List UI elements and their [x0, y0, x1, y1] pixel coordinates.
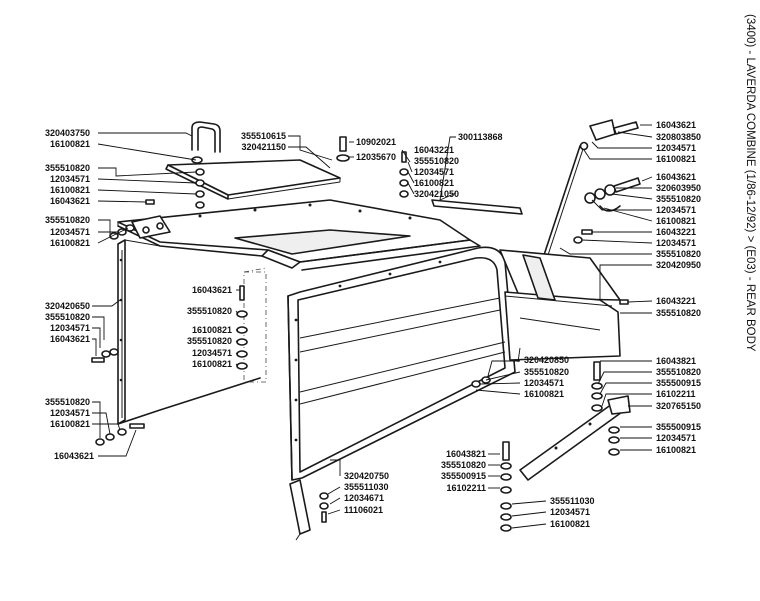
- part-label: 16043221: [656, 227, 696, 237]
- part-label: 320603950: [656, 183, 701, 193]
- rear-body-drawing: [91, 119, 641, 541]
- part-label: 355510820: [656, 194, 701, 204]
- roof-frame: [117, 199, 481, 271]
- part-label: 16100821: [656, 445, 696, 455]
- part-label: 355510820: [187, 336, 232, 346]
- part-label: 320765150: [656, 401, 701, 411]
- part-label: 12034571: [656, 238, 696, 248]
- fastener-stacks: [91, 136, 629, 532]
- part-label: 16102211: [446, 483, 486, 493]
- part-label: 355510820: [187, 306, 232, 316]
- part-label: 16100821: [192, 359, 232, 369]
- part-label: 355510820: [441, 460, 486, 470]
- part-label: 16100821: [192, 325, 232, 335]
- lower-stay-bar: [519, 395, 631, 481]
- part-label: 16043621: [54, 451, 94, 461]
- part-label: 300113868: [458, 132, 503, 142]
- u-bolt: [191, 121, 221, 164]
- part-label: 355511030: [344, 482, 389, 492]
- part-label: 16043621: [50, 334, 90, 344]
- part-label: 16043821: [656, 356, 696, 366]
- part-label: 355500915: [656, 422, 701, 432]
- part-label: 16043621: [656, 172, 696, 182]
- part-label: 320420950: [656, 260, 701, 270]
- part-label: 320803850: [656, 132, 701, 142]
- part-label: 355510615: [241, 131, 286, 141]
- part-label: 16100821: [524, 389, 564, 399]
- part-label: 320421050: [414, 189, 459, 199]
- part-label: 11106021: [344, 505, 383, 515]
- part-label: 16100821: [50, 185, 90, 195]
- left-side-panel: [117, 239, 261, 425]
- part-label: 355510820: [656, 249, 701, 259]
- part-label: 355510820: [45, 215, 90, 225]
- part-label: 355510820: [524, 367, 569, 377]
- page-title: (3400) - LAVERDA COMBINE (1/86-12/92) > …: [744, 14, 756, 352]
- part-label: 355510820: [45, 312, 90, 322]
- part-label: 10902021: [356, 137, 396, 147]
- part-label: 16100821: [50, 419, 90, 429]
- part-label: 320403750: [45, 128, 90, 138]
- part-label: 16100821: [550, 519, 590, 529]
- part-label: 320420750: [344, 471, 389, 481]
- part-label: 355510820: [414, 156, 459, 166]
- part-label: 16100821: [50, 139, 90, 149]
- part-label: 355510820: [656, 308, 701, 318]
- part-label: 355510820: [656, 367, 701, 377]
- hinge-bracket: [579, 119, 639, 151]
- part-label: 12034571: [550, 507, 590, 517]
- part-label: 12034571: [50, 408, 90, 418]
- part-label: 355511030: [550, 496, 595, 506]
- part-label: 16102211: [656, 389, 696, 399]
- part-label: 16100821: [50, 238, 90, 248]
- part-label: 12034571: [414, 167, 454, 177]
- part-label: 16100821: [656, 216, 696, 226]
- part-label: 320420650: [45, 301, 90, 311]
- part-label: 12034571: [50, 323, 90, 333]
- part-label: 16043221: [656, 296, 696, 306]
- part-label: 355500915: [441, 471, 486, 481]
- part-label: 16043621: [192, 285, 232, 295]
- top-cover-plate: [165, 159, 341, 200]
- part-label: 320420850: [524, 355, 569, 365]
- part-label: 12034571: [656, 143, 696, 153]
- part-label: 16043821: [446, 449, 486, 459]
- leader-lines: [92, 124, 653, 529]
- bottom-hinge: [289, 479, 311, 541]
- part-label: 12034571: [50, 174, 90, 184]
- support-strip: [431, 199, 523, 215]
- part-label: 12034571: [656, 205, 696, 215]
- part-label: 320421150: [241, 142, 286, 152]
- part-label: 12034671: [344, 493, 384, 503]
- part-label: 355510820: [45, 163, 90, 173]
- part-label: 16100821: [414, 178, 454, 188]
- right-side-panel: [499, 249, 621, 361]
- corner-bracket: [131, 215, 171, 239]
- part-label: 16100821: [656, 154, 696, 164]
- part-label: 355510820: [45, 397, 90, 407]
- part-label: 12035670: [356, 152, 396, 162]
- part-number-labels: 320403750 16100821 355510820 12034571 16…: [45, 120, 701, 529]
- part-label: 12034571: [656, 433, 696, 443]
- part-label: 16043621: [50, 196, 90, 206]
- part-label: 16043221: [414, 145, 454, 155]
- part-label: 16043621: [656, 120, 696, 130]
- part-label: 12034571: [524, 378, 564, 388]
- part-label: 12034571: [192, 348, 232, 358]
- part-label: 355500915: [656, 378, 701, 388]
- part-label: 12034571: [50, 227, 90, 237]
- rear-door-frame: [287, 246, 516, 481]
